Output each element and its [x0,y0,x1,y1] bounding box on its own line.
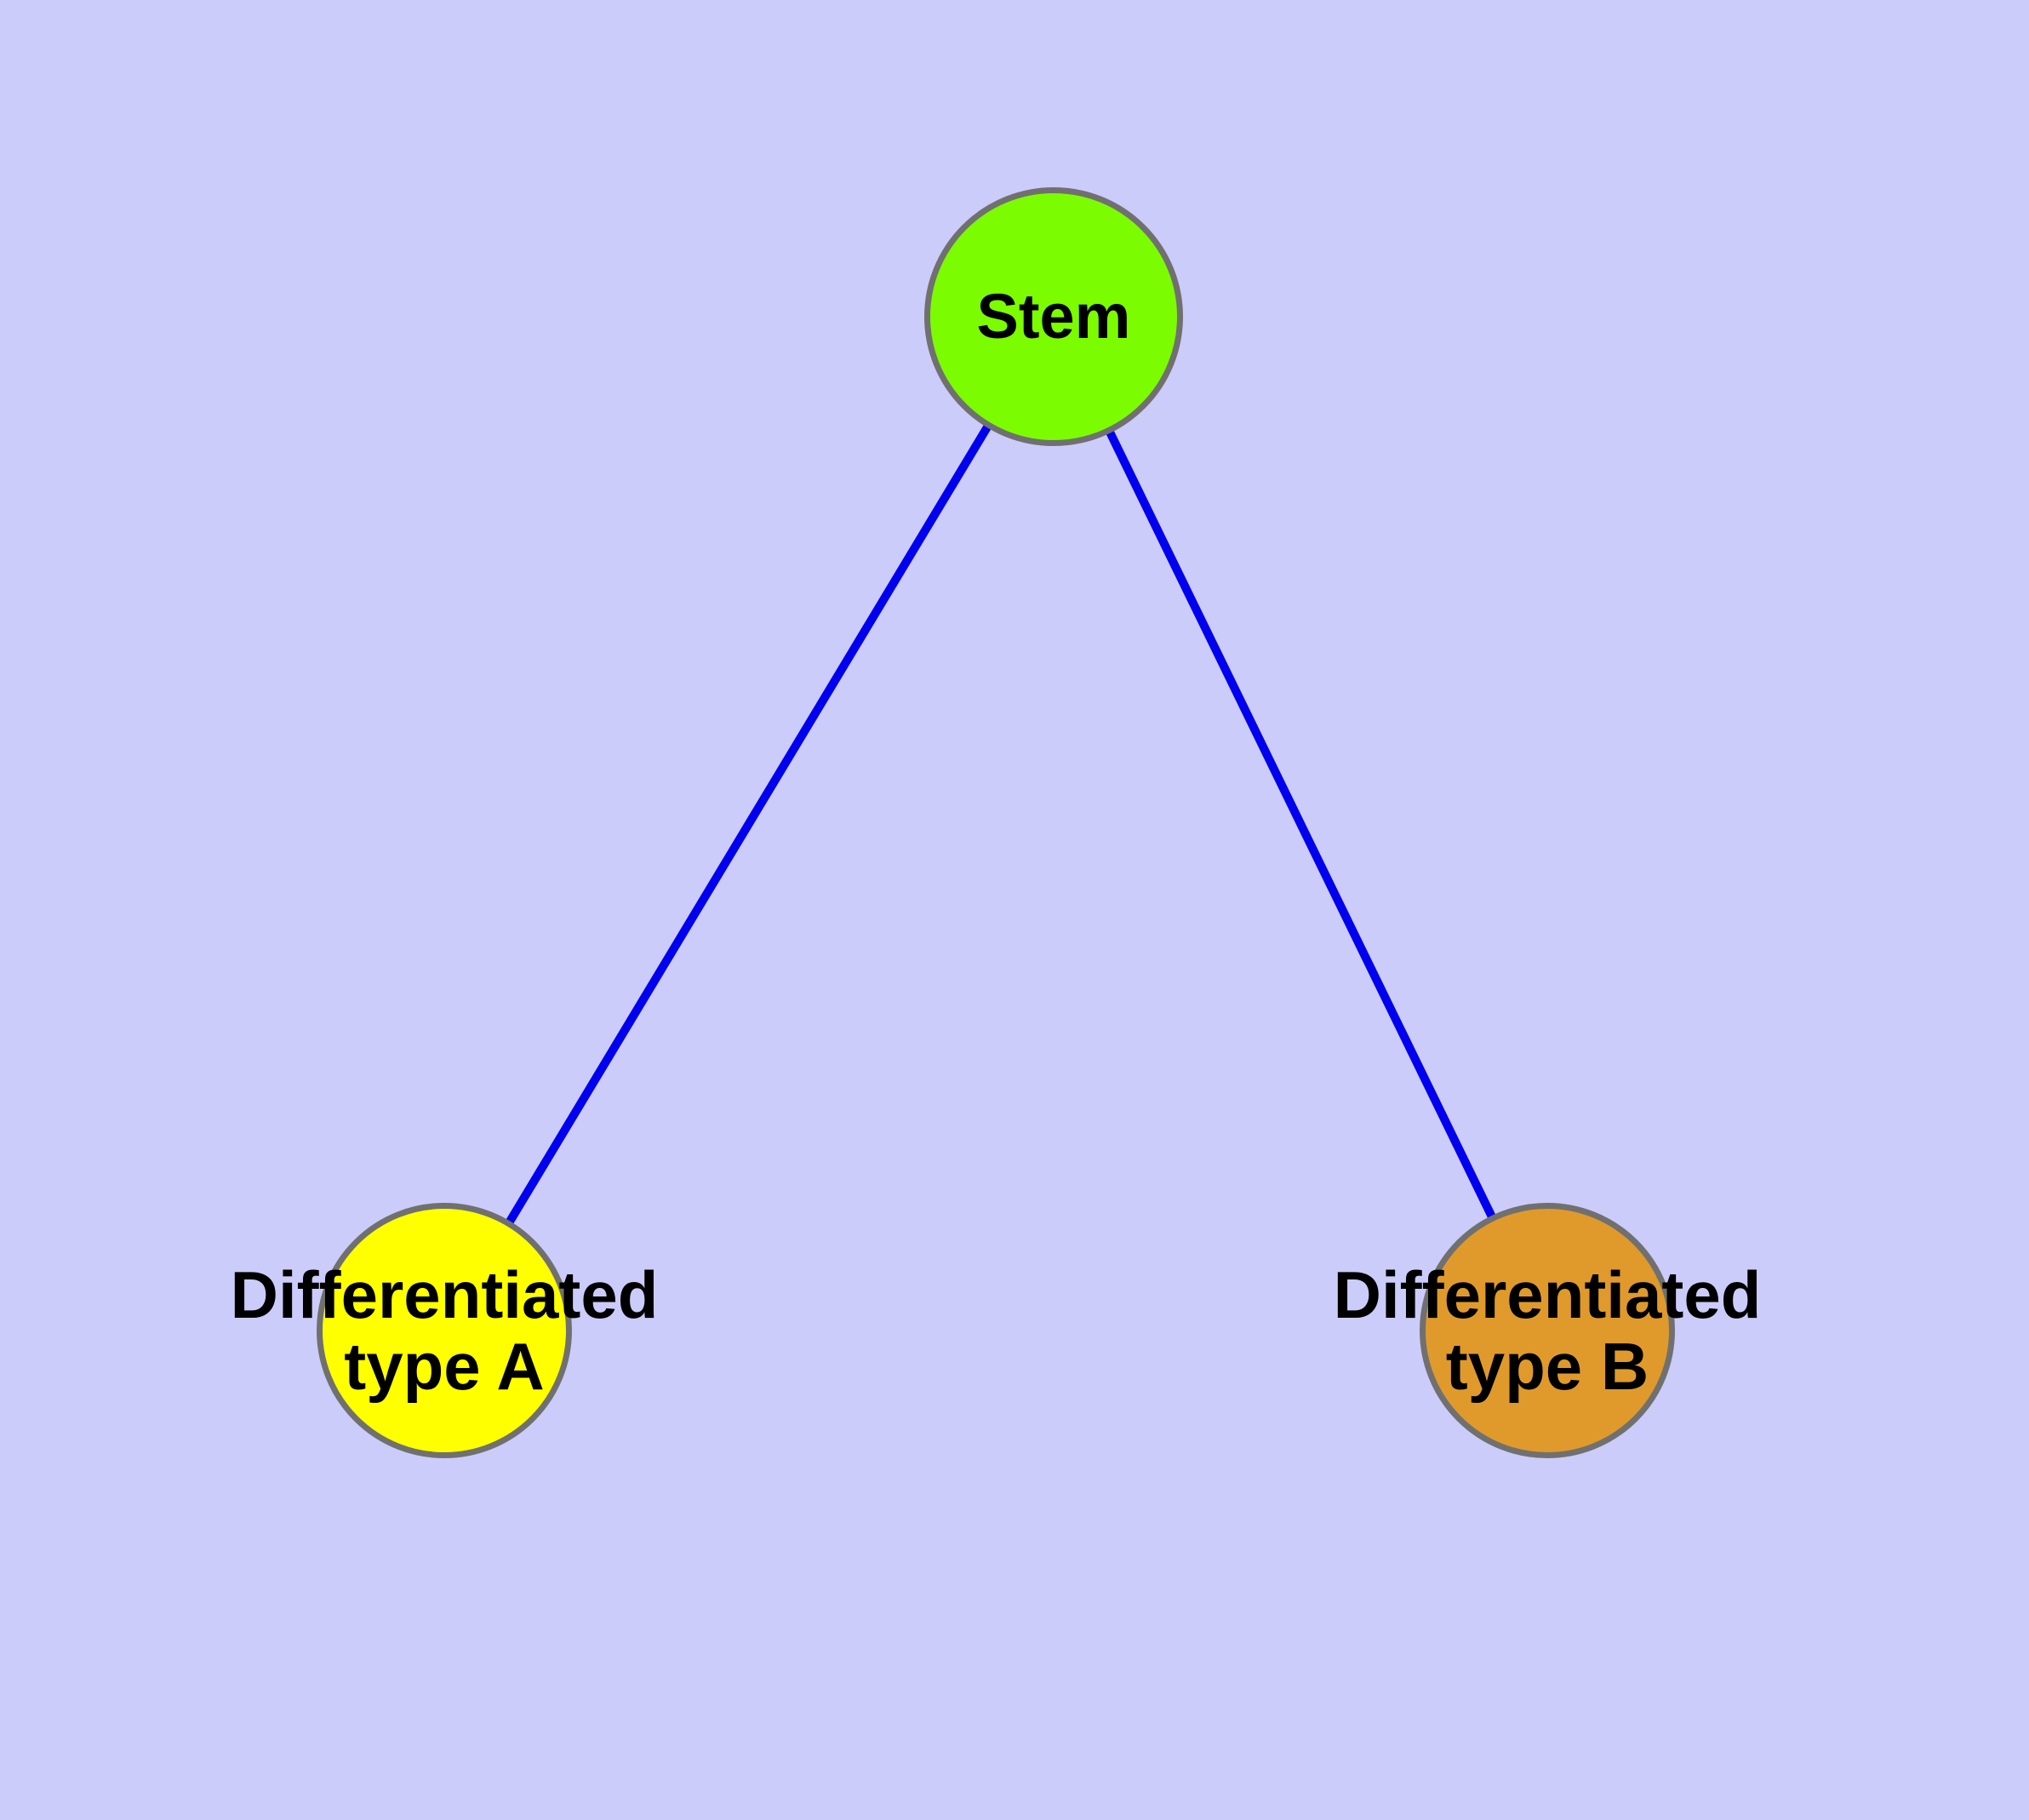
graph-node-diff-a[interactable] [317,1203,572,1458]
graph-node-diff-b[interactable] [1420,1203,1675,1458]
graph-node-stem[interactable] [924,187,1183,446]
graph-edge-stem-to-diff-b [1049,314,1552,1333]
graph-edge-stem-to-diff-a [440,314,1058,1333]
